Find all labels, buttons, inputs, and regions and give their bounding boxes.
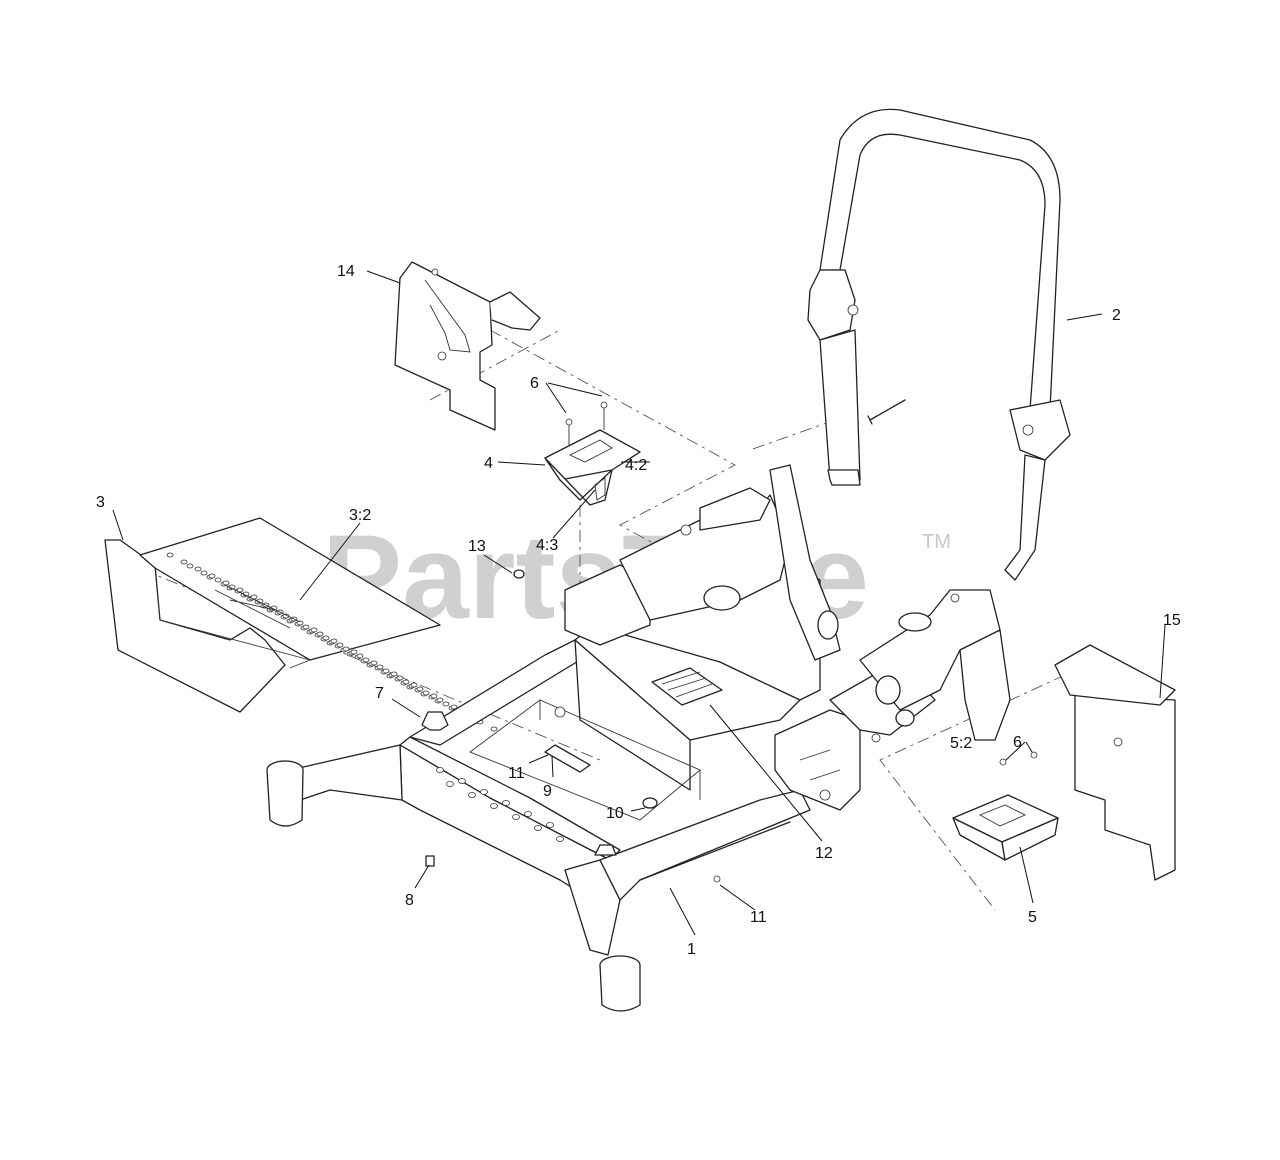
callout-14: 14 bbox=[337, 263, 355, 280]
part-14-side-panel bbox=[394, 261, 541, 431]
callout-5-2: 5:2 bbox=[950, 735, 972, 752]
perforation-hole bbox=[186, 563, 194, 569]
perforation-hole bbox=[402, 679, 410, 685]
perforation-hole bbox=[310, 627, 318, 633]
crossbar-hole bbox=[490, 803, 498, 809]
perforation-hole bbox=[166, 552, 174, 558]
perforation-hole bbox=[194, 566, 202, 572]
watermark-trademark: TM bbox=[922, 531, 951, 553]
callout-4: 4 bbox=[484, 455, 493, 472]
part-12-decal bbox=[651, 667, 723, 706]
callout-6-left: 6 bbox=[530, 375, 539, 392]
perforation-hole bbox=[350, 649, 358, 655]
crossbar-hole bbox=[512, 814, 520, 820]
part-4-console bbox=[544, 401, 641, 506]
callout-3: 3 bbox=[96, 494, 105, 511]
perforation-hole bbox=[382, 668, 390, 674]
perforation-hole bbox=[436, 697, 444, 703]
callout-8: 8 bbox=[405, 892, 414, 909]
perforation-hole bbox=[390, 671, 398, 677]
callout-11-left: 11 bbox=[508, 765, 525, 782]
part-15-side-panel bbox=[1054, 644, 1176, 881]
crossbar-hole bbox=[436, 767, 444, 773]
perforation-hole bbox=[430, 693, 438, 699]
leader-lines bbox=[112, 270, 1166, 936]
rear-frame-upper bbox=[564, 464, 1011, 743]
callout-10: 10 bbox=[606, 805, 624, 822]
hardware bbox=[421, 569, 721, 883]
perforation-hole bbox=[416, 686, 424, 692]
perforation-hole bbox=[208, 573, 216, 579]
crossbar-hole bbox=[534, 825, 542, 831]
crossbar-hole bbox=[446, 781, 454, 787]
crossbar-hole bbox=[468, 792, 476, 798]
callout-labels: 14 2 6 4 4:2 4:3 3 3:2 13 7 11 9 10 12 8… bbox=[96, 263, 1181, 958]
callout-3-2: 3:2 bbox=[349, 507, 371, 524]
perforation-hole bbox=[356, 653, 364, 659]
callout-2: 2 bbox=[1112, 307, 1121, 324]
perforation-hole bbox=[316, 631, 324, 637]
perforation-hole bbox=[180, 559, 188, 565]
callout-4-3: 4:3 bbox=[536, 537, 558, 554]
callout-12: 12 bbox=[815, 845, 833, 862]
perforation-hole bbox=[336, 642, 344, 648]
perforation-hole bbox=[322, 635, 330, 641]
crossbar-hole bbox=[524, 811, 532, 817]
part-2-roll-bar bbox=[807, 108, 1071, 581]
perforation-hole bbox=[422, 690, 430, 696]
callout-11-right: 11 bbox=[750, 909, 767, 926]
callout-15: 15 bbox=[1163, 612, 1181, 629]
perforation-hole bbox=[214, 577, 222, 583]
crossbar-hole bbox=[556, 836, 564, 842]
perforation-hole bbox=[200, 570, 208, 576]
callout-9: 9 bbox=[543, 783, 552, 800]
callout-6-right: 6 bbox=[1013, 734, 1022, 751]
part-5-console bbox=[952, 751, 1059, 861]
perforation-hole bbox=[442, 701, 450, 707]
perforation-hole bbox=[370, 660, 378, 666]
perforation-hole bbox=[396, 675, 404, 681]
callout-7: 7 bbox=[375, 685, 384, 702]
callout-13: 13 bbox=[468, 538, 486, 555]
callout-1: 1 bbox=[687, 941, 696, 958]
perforation-hole bbox=[302, 624, 310, 630]
perforation-hole bbox=[490, 726, 498, 732]
perforation-hole bbox=[222, 580, 230, 586]
callout-4-2: 4:2 bbox=[625, 457, 647, 474]
perforation-hole bbox=[296, 620, 304, 626]
crossbar-hole bbox=[480, 789, 488, 795]
perforation-hole bbox=[450, 704, 458, 710]
crossbar-hole bbox=[502, 800, 510, 806]
crossbar-hole bbox=[546, 822, 554, 828]
crossbar-hole bbox=[458, 778, 466, 784]
callout-5: 5 bbox=[1028, 909, 1037, 926]
perforation-hole bbox=[362, 657, 370, 663]
front-crossbar-holes bbox=[436, 767, 564, 842]
perforation-hole bbox=[342, 646, 350, 652]
perforation-hole bbox=[282, 613, 290, 619]
perforation-hole bbox=[330, 638, 338, 644]
perforation-hole bbox=[410, 682, 418, 688]
perforation-hole bbox=[376, 664, 384, 670]
